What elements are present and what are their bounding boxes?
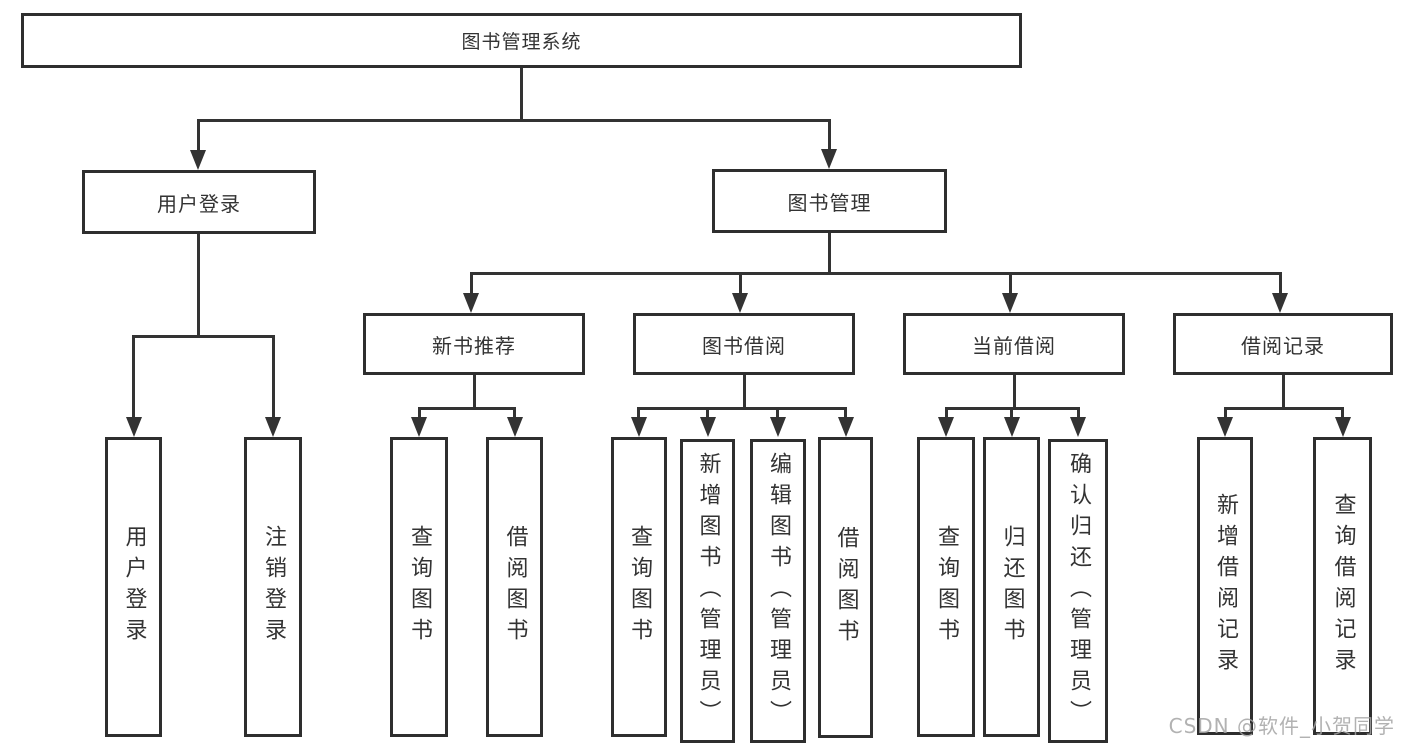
arrow-down-icon [507,417,523,437]
node-current-borrowing: 当前借阅 [903,313,1125,375]
connector-line [1282,375,1285,410]
connector-line [1077,407,1080,419]
arrow-down-icon [190,150,206,170]
leaf-confirm-return-admin: 确认归还（管理员） [1048,439,1108,743]
leaf-label: 查询图书 [627,525,652,649]
connector-line [197,119,831,122]
arrow-down-icon [126,417,142,437]
node-label: 图书管理 [787,190,872,215]
connector-line [844,407,847,419]
arrow-down-icon [838,417,854,437]
connector-line [418,407,421,419]
leaf-label: 编辑图书（管理员） [766,451,791,731]
connector-line [1010,407,1013,419]
connector-line [1224,407,1344,410]
connector-line [470,272,473,296]
leaf-add-book-admin: 新增图书（管理员） [680,439,735,743]
connector-line [637,407,847,410]
leaf-label: 新增借阅记录 [1213,493,1238,679]
leaf-label: 查询图书 [407,525,432,649]
leaf-label: 借阅图书 [833,525,859,650]
connector-line [739,272,742,296]
node-label: 图书管理系统 [461,31,582,53]
node-borrowing-records: 借阅记录 [1173,313,1393,375]
arrow-down-icon [1070,417,1086,437]
arrow-down-icon [770,417,786,437]
arrow-down-icon [1335,417,1351,437]
leaf-borrow-books-borrowing: 借阅图书 [818,437,873,738]
arrow-down-icon [265,417,281,437]
node-label: 新书推荐 [432,333,516,358]
leaf-return-book: 归还图书 [983,437,1040,737]
connector-line [470,272,1281,275]
arrow-down-icon [411,417,427,437]
connector-line [828,233,831,274]
arrow-down-icon [1217,417,1233,437]
leaf-label: 确认归还（管理员） [1066,451,1091,731]
connector-line [197,119,200,153]
node-book-management: 图书管理 [712,169,947,233]
leaf-query-borrow-record: 查询借阅记录 [1313,437,1372,735]
arrow-down-icon [463,293,479,313]
arrow-down-icon [631,417,647,437]
leaf-label: 归还图书 [999,525,1025,649]
connector-line [418,407,516,410]
leaf-user-login: 用户登录 [105,437,162,737]
connector-line [637,407,640,419]
connector-line [1013,375,1016,410]
node-label: 当前借阅 [972,333,1056,358]
node-label: 图书借阅 [702,333,786,358]
leaf-label: 注销登录 [261,525,286,649]
arrow-down-icon [1272,293,1288,313]
connector-line [1341,407,1344,419]
connector-line [1279,272,1282,296]
leaf-edit-book-admin: 编辑图书（管理员） [750,439,806,743]
connector-line [776,407,779,419]
connector-line [473,375,476,410]
connector-line [520,68,523,122]
connector-line [132,335,135,419]
leaf-label: 用户登录 [121,525,147,649]
leaf-label: 查询图书 [934,525,959,649]
leaf-logout: 注销登录 [244,437,302,737]
csdn-watermark: CSDN @软件_小贺同学 [1168,714,1395,738]
node-new-book-recommendation: 新书推荐 [363,313,585,375]
arrow-down-icon [1002,293,1018,313]
node-library-management-system: 图书管理系统 [21,13,1022,68]
node-label: 借阅记录 [1241,333,1325,358]
connector-line [1009,272,1012,296]
node-label: 用户登录 [157,191,241,216]
connector-line [706,407,709,419]
arrow-down-icon [938,417,954,437]
arrow-down-icon [700,417,716,437]
connector-line [197,234,200,338]
connector-line [272,335,275,419]
connector-line [1224,407,1227,419]
leaf-label: 新增图书（管理员） [695,451,721,731]
leaf-add-borrow-record: 新增借阅记录 [1197,437,1253,735]
leaf-label: 查询借阅记录 [1330,493,1356,679]
node-book-borrowing: 图书借阅 [633,313,855,375]
leaf-label: 借阅图书 [502,525,528,649]
leaf-query-books-borrowing: 查询图书 [611,437,667,737]
connector-line [828,119,831,152]
leaf-borrow-books-recommend: 借阅图书 [486,437,543,737]
connector-line [945,407,948,419]
connector-line [513,407,516,419]
leaf-query-books-recommend: 查询图书 [390,437,448,737]
leaf-query-books-current: 查询图书 [917,437,975,737]
arrow-down-icon [1004,417,1020,437]
node-user-login: 用户登录 [82,170,316,234]
connector-line [132,335,275,338]
arrow-down-icon [732,293,748,313]
connector-line [743,375,746,410]
arrow-down-icon [821,149,837,169]
